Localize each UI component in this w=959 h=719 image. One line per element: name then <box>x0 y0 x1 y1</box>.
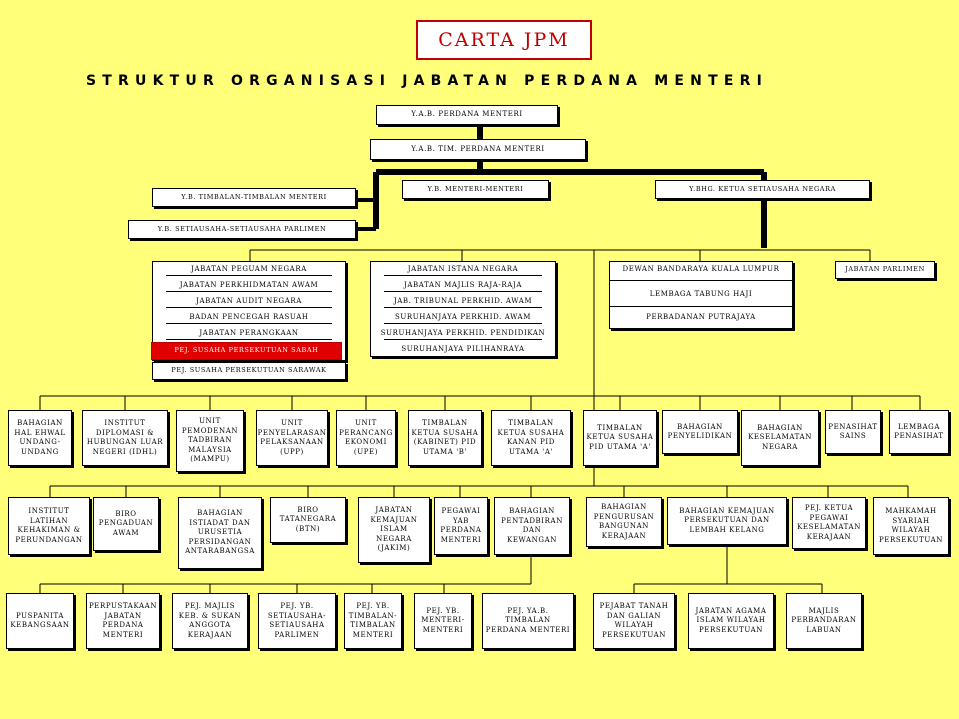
node-row1: TIMBALAN KETUA SUSAHA PID UTAMA 'A' <box>583 410 657 466</box>
node-row3: MAJLIS PERBANDARAN LABUAN <box>786 593 862 649</box>
agency-item: JABATAN PERKHIDMATAN AWAM <box>153 281 345 292</box>
node-row3: PERPUSTAKAAN JABATAN PERDANA MENTERI <box>86 593 160 649</box>
chart-title: CARTA JPM <box>416 20 592 60</box>
node-row2: PEGAWAI YAB PERDANA MENTERI <box>434 497 488 555</box>
node-row2: PEJ. KETUA PEGAWAI KESELAMATAN KERAJAAN <box>792 497 866 549</box>
agency-item: SURUHANJAYA PERKHID. AWAM <box>371 313 555 324</box>
node-row3: PEJ. YB. MENTERI-MENTERI <box>414 593 472 649</box>
node-row3: PEJ. MAJLIS KEB. & SUKAN ANGGOTA KERAJAA… <box>172 593 248 649</box>
agency-item: SURUHANJAYA PERKHID. PENDIDIKAN <box>371 329 555 340</box>
node-row1: UNIT PEMODENAN TADBIRAN MALAYSIA (MAMPU) <box>176 410 244 472</box>
agency-item: DEWAN BANDARAYA KUALA LUMPUR <box>622 265 780 273</box>
node-row1: BAHAGIAN KESELAMATAN NEGARA <box>741 410 819 466</box>
chart-subtitle: STRUKTUR ORGANISASI JABATAN PERDANA MENT… <box>86 73 768 89</box>
node-row3: PEJABAT TANAH DAN GALIAN WILAYAH PERSEKU… <box>593 593 675 649</box>
agency-item: JABATAN ISTANA NEGARA <box>371 265 555 276</box>
node-row2: BAHAGIAN PENTADBIRAN DAN KEWANGAN <box>494 497 570 555</box>
node-row1: UNIT PERANCANG EKONOMI (UPE) <box>336 410 396 466</box>
node-row2: INSTITUT LATIHAN KEHAKIMAN & PERUNDANGAN <box>8 497 90 555</box>
node-row2: JABATAN KEMAJUAN ISLAM NEGARA (JAKIM) <box>358 497 430 563</box>
node-row2: MAHKAMAH SYARIAH WILAYAH PERSEKUTUAN <box>873 497 949 555</box>
agency-item: JABATAN PEGUAM NEGARA <box>153 265 345 276</box>
agency-item: BADAN PENCEGAH RASUAH <box>153 313 345 324</box>
agency-item: PERBADANAN PUTRAJAYA <box>646 313 756 321</box>
node-row1: LEMBAGA PENASIHAT <box>889 410 949 454</box>
node-row1: PENASIHAT SAINS <box>825 410 881 454</box>
node-row2: BIRO TATANEGARA (BTN) <box>270 497 346 543</box>
node-prime-minister: Y.A.B. PERDANA MENTERI <box>376 105 558 125</box>
node-row3: PEJ. YA.B. TIMBALAN PERDANA MENTERI <box>482 593 574 649</box>
node-row1: BAHAGIAN PENYELIDIKAN <box>662 410 738 454</box>
node-row1: TIMBALAN KETUA SUSAHA KANAN PID UTAMA 'A… <box>491 410 571 466</box>
node-row1: INSTITUT DIPLOMASI & HUBUNGAN LUAR NEGER… <box>82 410 168 466</box>
agency-item: JABATAN PERANGKAAN <box>153 329 345 340</box>
node-ministers: Y.B. MENTERI-MENTERI <box>402 180 549 199</box>
node-parliamentary-secretaries: Y.B. SETIAUSAHA-SETIAUSAHA PARLIMEN <box>128 220 356 239</box>
node-row3: PEJ. YB. TIMBALAN-TIMBALAN MENTERI <box>344 593 402 649</box>
agency-parliament: JABATAN PARLIMEN <box>835 261 935 279</box>
agency-item: LEMBAGA TABUNG HAJI <box>649 290 753 298</box>
node-deputy-prime-minister: Y.A.B. TIM. PERDANA MENTERI <box>370 139 586 160</box>
node-row3: PUSPANITA KEBANGSAAN <box>6 593 74 649</box>
node-row1: BAHAGIAN HAL EHWAL UNDANG-UNDANG <box>8 410 72 466</box>
node-row1: TIMBALAN KETUA SUSAHA (KABINET) PID UTAM… <box>408 410 482 466</box>
node-row1: UNIT PENYELARASAN PELAKSANAAN (UPP) <box>256 410 328 466</box>
node-row2: BIRO PENGADUAN AWAM <box>93 497 159 551</box>
agency-group-2: JABATAN ISTANA NEGARA JABATAN MAJLIS RAJ… <box>370 261 556 357</box>
agency-sarawak: PEJ. SUSAHA PERSEKUTUAN SARAWAK <box>152 362 346 380</box>
agency-item: JABATAN AUDIT NEGARA <box>153 297 345 308</box>
node-row3: JABATAN AGAMA ISLAM WILAYAH PERSEKUTUAN <box>688 593 774 649</box>
node-row3: PEJ. YB. SETIAUSAHA-SETIAUSAHA PARLIMEN <box>258 593 336 649</box>
agency-sabah-highlighted: PEJ. SUSAHA PERSEKUTUAN SABAH <box>151 342 342 360</box>
node-row2: BAHAGIAN KEMAJUAN PERSEKUTUAN DAN LEMBAH… <box>667 497 787 545</box>
node-chief-secretary: Y.BHG. KETUA SETIAUSAHA NEGARA <box>655 180 870 199</box>
node-deputy-ministers: Y.B. TIMBALAN-TIMBALAN MENTERI <box>152 188 356 207</box>
node-row2: BAHAGIAN PENGURUSAN BANGUNAN KERAJAAN <box>586 497 662 547</box>
agency-group-3: DEWAN BANDARAYA KUALA LUMPUR LEMBAGA TAB… <box>609 261 793 329</box>
node-row2: BAHAGIAN ISTIADAT DAN URUSETIA PERSIDANG… <box>178 497 262 569</box>
agency-item: JABATAN MAJLIS RAJA-RAJA <box>371 281 555 292</box>
agency-item: JAB. TRIBUNAL PERKHID. AWAM <box>371 297 555 308</box>
agency-item: SURUHANJAYA PILIHANRAYA <box>401 345 525 353</box>
